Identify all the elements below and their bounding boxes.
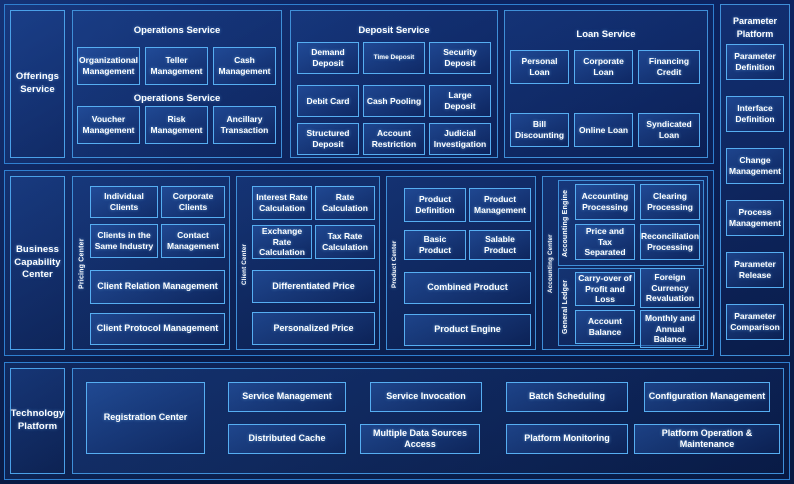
tile-differentiated-price[interactable]: Differentiated Price [252,270,375,303]
tile-process-management[interactable]: Process Management [726,200,784,236]
tile-personal-loan[interactable]: Personal Loan [510,50,569,84]
tile-risk-management[interactable]: Risk Management [145,106,208,144]
tile-account-restriction[interactable]: Account Restriction [363,123,425,155]
tile-parameter-release[interactable]: Parameter Release [726,252,784,288]
tile-client-protocol-management[interactable]: Client Protocol Management [90,313,225,345]
tile-individual-clients[interactable]: Individual Clients [90,186,158,218]
rail-business-capability-center-label: Business Capability Center [14,243,61,281]
tile-salable-product[interactable]: Salable Product [469,230,531,260]
rail-offerings-service[interactable]: Offerings Service [10,10,65,158]
tile-registration-center[interactable]: Registration Center [86,382,205,454]
group-loan-service-title: Loan Service [576,29,636,40]
tile-teller-management[interactable]: Teller Management [145,47,208,85]
tile-contact-management[interactable]: Contact Management [161,224,225,258]
tile-corporate-loan[interactable]: Corporate Loan [574,50,633,84]
tile-parameter-definition[interactable]: Parameter Definition [726,44,784,80]
tile-tax-rate-calculation[interactable]: Tax Rate Calculation [315,225,375,259]
tile-debit-card[interactable]: Debit Card [297,85,359,117]
tile-basic-product[interactable]: Basic Product [404,230,466,260]
tile-multiple-data-sources-access[interactable]: Multiple Data Sources Access [360,424,480,454]
group-client-center-label: Client Center [241,243,248,285]
tile-cash-pooling[interactable]: Cash Pooling [363,85,425,117]
tile-account-balance[interactable]: Account Balance [575,310,635,344]
tile-large-deposit[interactable]: Large Deposit [429,85,491,117]
group-deposit-service-title: Deposit Service [358,25,430,36]
tile-demand-deposit[interactable]: Demand Deposit [297,42,359,74]
tile-parameter-comparison[interactable]: Parameter Comparison [726,304,784,340]
tile-personalized-price[interactable]: Personalized Price [252,312,375,345]
tile-combined-product[interactable]: Combined Product [404,272,531,304]
tile-reconciliation-processing[interactable]: Reconciliation Processing [640,224,700,260]
tile-time-deposit[interactable]: Time Deposit [363,42,425,74]
panel-parameter-platform-title: Parameter Platform [732,16,778,40]
tile-monthly-and-annual-balance[interactable]: Monthly and Annual Balance [640,310,700,348]
tile-platform-operation-and-maintenance[interactable]: Platform Operation & Maintenance [634,424,780,454]
tile-batch-scheduling[interactable]: Batch Scheduling [506,382,628,412]
tile-bill-discounting[interactable]: Bill Discounting [510,113,569,147]
tile-platform-monitoring[interactable]: Platform Monitoring [506,424,628,454]
tile-clients-in-the-same-industry[interactable]: Clients in the Same Industry [90,224,158,258]
tile-structured-deposit[interactable]: Structured Deposit [297,123,359,155]
tile-service-invocation[interactable]: Service Invocation [370,382,482,412]
tile-price-and-tax-separated[interactable]: Price and Tax Separated [575,224,635,260]
group-product-center-label: Product Center [391,240,398,288]
tile-interest-rate-calculation[interactable]: Interest Rate Calculation [252,186,312,220]
tile-product-engine[interactable]: Product Engine [404,314,531,346]
tile-client-relation-management[interactable]: Client Relation Management [90,270,225,304]
tile-exchange-rate-calculation[interactable]: Exchange Rate Calculation [252,225,312,259]
subgroup-general-ledger-label: General Ledger [562,279,569,335]
rail-offerings-service-label: Offerings Service [15,71,60,95]
tile-clearing-processing[interactable]: Clearing Processing [640,184,700,220]
tile-financing-credit[interactable]: Financing Credit [638,50,700,84]
group-operations-service-title: Operations Service [133,25,221,36]
rail-technology-platform[interactable]: Technology Platform [10,368,65,474]
tile-configuration-management[interactable]: Configuration Management [644,382,770,412]
tile-voucher-management[interactable]: Voucher Management [77,106,140,144]
tile-product-definition[interactable]: Product Definition [404,188,466,222]
rail-technology-platform-label: Technology Platform [10,408,65,432]
group-pricing-center-label: Pricing Center [78,238,86,290]
tile-corporate-clients[interactable]: Corporate Clients [161,186,225,218]
tile-product-management[interactable]: Product Management [469,188,531,222]
tile-change-management[interactable]: Change Management [726,148,784,184]
subgroup-accounting-engine-label: Accounting Engine [562,189,569,257]
tile-foreign-currency-revaluation[interactable]: Foreign Currency Revaluation [640,268,700,308]
group-operations-service-subtitle: Operations Service [133,93,221,104]
rail-business-capability-center[interactable]: Business Capability Center [10,176,65,350]
tile-rate-calculation[interactable]: Rate Calculation [315,186,375,220]
tile-distributed-cache[interactable]: Distributed Cache [228,424,346,454]
tile-ancillary-transaction[interactable]: Ancillary Transaction [213,106,276,144]
tile-organizational-management[interactable]: Organizational Management [77,47,140,85]
tile-carry-over-of-profit-and-loss[interactable]: Carry-over of Profit and Loss [575,272,635,306]
tile-interface-definition[interactable]: Interface Definition [726,96,784,132]
tile-cash-management[interactable]: Cash Management [213,47,276,85]
tile-service-management[interactable]: Service Management [228,382,346,412]
tile-online-loan[interactable]: Online Loan [574,113,633,147]
tile-syndicated-loan[interactable]: Syndicated Loan [638,113,700,147]
tile-accounting-processing[interactable]: Accounting Processing [575,184,635,220]
tile-security-deposit[interactable]: Security Deposit [429,42,491,74]
tile-judicial-investigation[interactable]: Judicial Investigation [429,123,491,155]
group-accounting-center-label: Accounting Center [547,234,554,294]
